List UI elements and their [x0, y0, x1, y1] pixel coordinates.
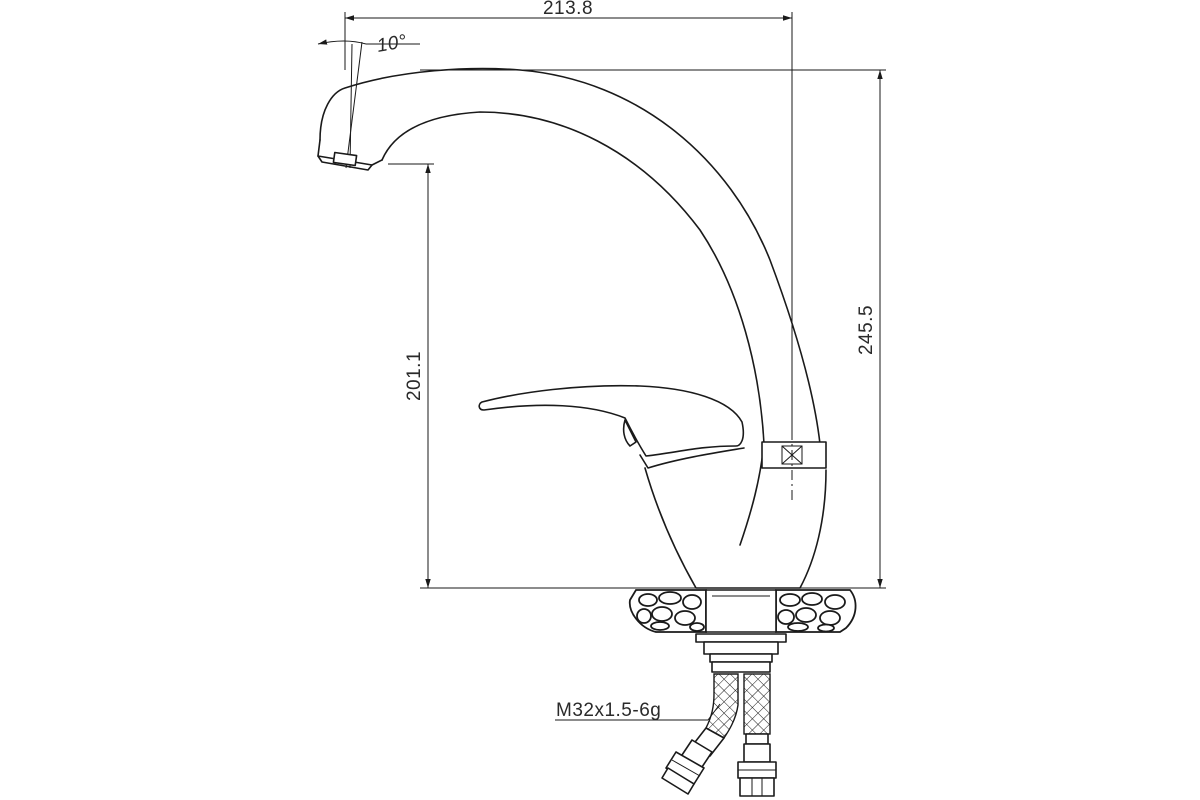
dimension-width: 213.8	[344, 0, 793, 440]
faucet-body	[644, 441, 827, 589]
flexible-hose-right	[737, 673, 777, 797]
lever-handle[interactable]	[478, 384, 745, 469]
dimension-spout-height: 201.1	[388, 163, 700, 589]
mounting-nut	[703, 641, 779, 655]
thread-callout: M32x1.5-6g	[555, 700, 721, 721]
mounting-washer	[695, 633, 787, 643]
total-height-label: 245.5	[856, 305, 877, 355]
width-dimension-label: 213.8	[543, 0, 593, 19]
mounting-shank	[695, 589, 787, 673]
faucet-spout	[317, 67, 821, 445]
dimension-total-height: 245.5	[420, 69, 886, 589]
spout-height-label: 201.1	[404, 351, 425, 401]
flexible-hose-left	[661, 673, 739, 795]
thread-spec-label: M32x1.5-6g	[556, 700, 661, 721]
dimension-angle: 10°	[317, 31, 420, 169]
aerator	[332, 151, 358, 167]
angle-dimension-label: 10°	[375, 31, 408, 57]
stone-base-right	[775, 589, 857, 633]
stone-base-left	[628, 589, 707, 633]
